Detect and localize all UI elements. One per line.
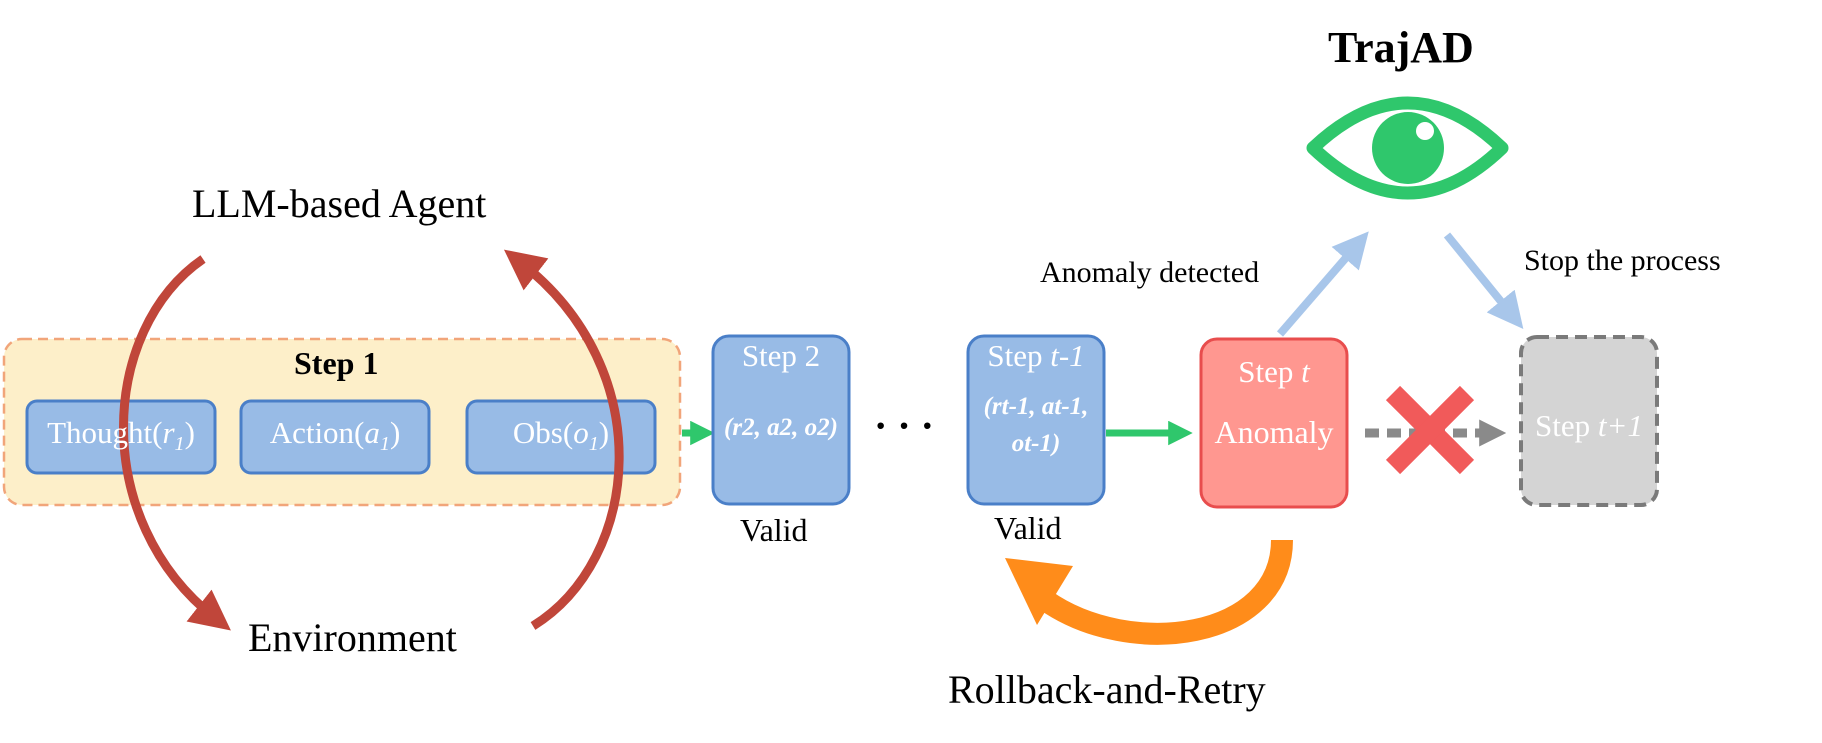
arrow-anomaly-detected [1276, 231, 1369, 337]
thought-label: Thought(r1) [47, 415, 195, 456]
step2-status: Valid [740, 512, 808, 548]
step-t-minus-1-tuple-line2: ot-1) [1011, 430, 1061, 457]
step-t-minus-1-title: Step t-1 [987, 338, 1085, 373]
action-label: Action(a1) [269, 415, 401, 456]
loop-arrow-right [503, 249, 624, 630]
rollback-arrow [1005, 539, 1293, 645]
action-box [239, 399, 431, 475]
trajad-title: TrajAD [1328, 23, 1474, 72]
step-t-title: Step t [1238, 354, 1310, 389]
step-t-minus-1-status: Valid [994, 510, 1062, 546]
ellipsis: · · · [874, 403, 935, 448]
step-t-minus-1-tuple-line1: (rt-1, at-1, [983, 393, 1089, 420]
step-t-minus-1-box [966, 334, 1106, 506]
cross-icon [1385, 385, 1475, 475]
obs-label: Obs(o1) [512, 415, 610, 456]
step-t-plus-1-title: Step t+1 [1535, 408, 1643, 443]
agent-label: LLM-based Agent [192, 181, 487, 226]
rollback-label: Rollback-and-Retry [948, 667, 1266, 712]
step-t-status: Anomaly [1214, 414, 1334, 450]
arrow-stop-process [1443, 232, 1524, 329]
step2-box [711, 334, 851, 506]
stop-process-label: Stop the process [1524, 244, 1721, 277]
environment-label: Environment [248, 615, 457, 660]
step-t-plus-1-box [1519, 335, 1659, 507]
obs-box [465, 399, 657, 475]
step2-title: Step 2 [741, 338, 821, 373]
step1-title: Step 1 [294, 345, 379, 381]
loop-arrow-left [119, 255, 231, 631]
anomaly-detected-label: Anomaly detected [1040, 256, 1260, 289]
step2-tuple: (r2, a2, o2) [724, 414, 838, 441]
eye-icon [1306, 96, 1509, 200]
step-t-box [1199, 337, 1349, 509]
